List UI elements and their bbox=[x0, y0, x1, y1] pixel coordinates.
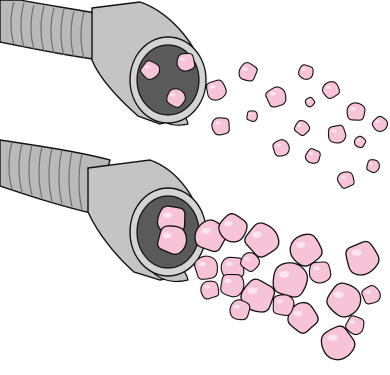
bottom-particle bbox=[290, 234, 322, 266]
top-particle bbox=[328, 125, 345, 143]
top-particle bbox=[212, 118, 229, 135]
top-particle bbox=[239, 63, 257, 81]
top-particle bbox=[305, 149, 320, 164]
bottom-particle bbox=[362, 286, 380, 304]
top-particle bbox=[294, 121, 309, 136]
bottom-particle bbox=[273, 295, 294, 316]
top-particle bbox=[299, 65, 314, 80]
bottom-particle bbox=[327, 283, 361, 317]
top-particle bbox=[354, 136, 365, 147]
bottom-particle bbox=[230, 300, 250, 320]
bottom-particle bbox=[158, 226, 187, 254]
bottom-nozzle bbox=[88, 160, 206, 282]
top-particle bbox=[207, 80, 227, 100]
top-particle bbox=[305, 97, 314, 107]
top-particle bbox=[337, 172, 354, 188]
top-particle bbox=[372, 116, 387, 131]
bottom-particle bbox=[273, 263, 307, 297]
bottom-particle bbox=[309, 262, 330, 283]
bottom-particle bbox=[245, 223, 279, 257]
top-particle bbox=[367, 160, 380, 173]
bottom-particle bbox=[221, 274, 244, 296]
bottom-particle bbox=[201, 281, 219, 299]
bottom-particle bbox=[346, 241, 379, 274]
bottom-particle bbox=[195, 256, 218, 279]
top-particle bbox=[266, 87, 286, 107]
top-particle bbox=[347, 103, 365, 120]
top-particle bbox=[322, 82, 339, 99]
bottom-particle bbox=[219, 214, 247, 242]
top-particle bbox=[273, 140, 289, 156]
top-particle bbox=[247, 111, 258, 122]
top-particle bbox=[177, 53, 195, 71]
